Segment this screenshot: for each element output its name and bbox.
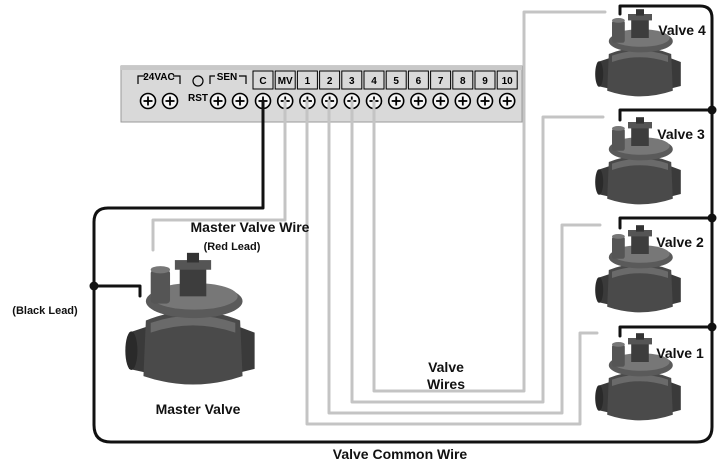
svg-text:24VAC: 24VAC [143,72,175,83]
screw-terminal-10 [498,92,516,110]
terminal-label-7: 7 [430,70,452,90]
svg-text:2: 2 [327,76,333,87]
svg-text:7: 7 [438,76,444,87]
screw-terminal-5 [387,92,405,110]
svg-text:8: 8 [460,76,466,87]
terminal-label-8: 8 [452,70,474,90]
valve-common-wire-label: Valve Common Wire [333,446,468,462]
svg-text:C: C [259,76,266,87]
screw-terminal-6 [410,92,427,110]
rst-button[interactable]: RST [188,75,208,104]
svg-text:6: 6 [416,76,422,87]
master-valve-label: Master Valve [156,401,241,417]
terminal-label-9: 9 [474,70,496,90]
svg-text:3: 3 [349,76,355,87]
svg-text:MV: MV [278,76,293,87]
valve-2-label: Valve 2 [656,234,704,250]
valve-4: Valve 4 [595,9,706,97]
terminal-label-5: 5 [385,70,407,90]
screw-aux-3 [209,92,227,110]
terminal-label-4: 4 [363,70,385,90]
valve-1-label: Valve 1 [656,345,704,361]
terminal-label-6: 6 [407,70,429,90]
terminal-label-1: 1 [296,70,318,90]
terminal-labels: C MV 1 2 3 4 5 6 7 8 9 10 [252,70,518,90]
master-valve-wire-label: Master Valve Wire [191,219,310,235]
valve-wires-label-line2: Wires [427,376,465,392]
rst-label: RST [188,93,208,104]
terminal-label-3: 3 [341,70,363,90]
valve-common-wire [89,4,717,444]
screw-terminal-9 [476,92,494,110]
group-24vac-label: 24VAC [137,70,181,84]
terminal-label-2: 2 [319,70,341,90]
svg-text:4: 4 [371,76,377,87]
svg-text:1: 1 [305,76,311,87]
valve-3-label: Valve 3 [657,126,705,142]
black-lead-label: (Black Lead) [12,305,78,317]
screw-aux-4 [231,92,249,110]
valve-1: Valve 1 [595,333,704,421]
valve-2: Valve 2 [595,225,704,313]
valve-3: Valve 3 [595,117,705,205]
valve-4-label: Valve 4 [658,22,706,38]
svg-text:5: 5 [393,76,399,87]
terminal-label-10: 10 [496,70,518,90]
screw-terminal-7 [432,92,449,110]
svg-text:SEN: SEN [217,72,238,83]
valve-wires [151,10,607,426]
terminal-label-mv: MV [274,70,296,90]
terminal-label-c: C [252,70,274,90]
screw-aux-1 [139,92,157,110]
valve-wires-label-line1: Valve [428,359,464,375]
group-sen-label: SEN [209,70,247,84]
screw-aux-2 [161,92,179,110]
svg-text:9: 9 [482,76,488,87]
screw-terminal-8 [454,92,472,110]
master-valve [125,252,255,385]
svg-text:10: 10 [502,76,514,87]
red-lead-label: (Red Lead) [204,241,261,253]
